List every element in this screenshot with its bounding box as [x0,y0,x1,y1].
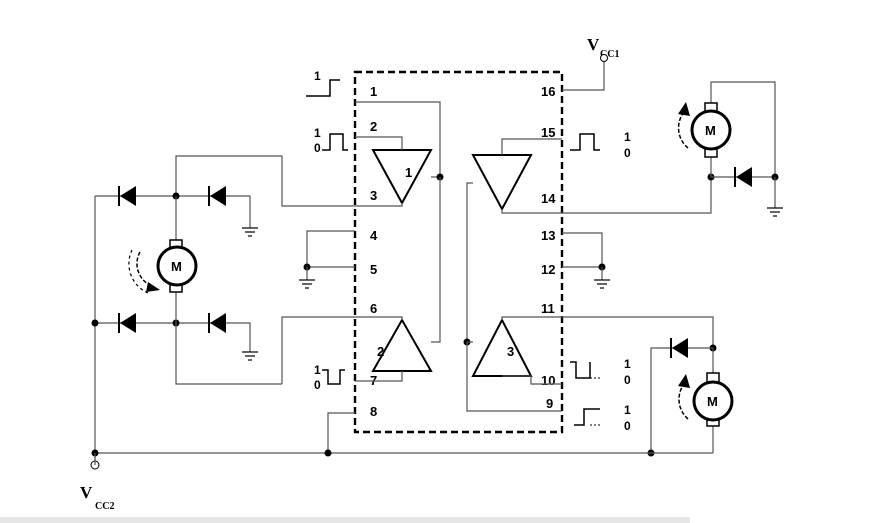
pin7-level-1: 1 [314,363,321,377]
pin-3-label: 3 [370,188,377,203]
pin10-wire [502,375,562,385]
enable-12-wire [431,177,441,343]
diode-left-bottom-b [208,313,226,333]
motor-top-right: M [690,102,732,158]
motor-bottom-right: M [692,372,734,427]
motor-bottom-right-label: M [707,394,718,409]
pin-16-label: 16 [541,84,555,99]
ground-left-top [242,227,258,237]
diode-bottom-right [670,338,688,358]
ic-package [353,70,564,434]
driver4-output [501,209,562,214]
vcc1-subscript: CC1 [600,49,619,60]
pin10-level-0: 0 [624,373,631,387]
driver-1-triangle [371,149,433,206]
driver-2-label: 2 [377,344,384,359]
ground-left-pins [299,279,315,289]
driver-3-triangle [471,317,533,377]
out3-to-motor [562,316,714,348]
pin4-5-wire [306,230,355,268]
pin-6-label: 6 [370,301,377,316]
top-diode-row [95,195,251,228]
pin9-waveform [574,408,600,426]
driver-1-label: 1 [405,165,412,180]
pin-14-label: 14 [541,191,556,206]
pin1-level-1: 1 [314,69,321,83]
diode-left-bottom-a [118,313,136,333]
bridge-to-out2-a [175,323,282,385]
vcc1-terminal [600,54,608,62]
diode-top-right [734,167,752,187]
pin-12-label: 12 [541,262,555,277]
pin10-level-1: 1 [624,357,631,371]
pin15-level-1: 1 [624,130,631,144]
pin2-waveform [322,133,348,151]
driver1-output [355,203,403,207]
ground-right-pins [594,279,610,289]
diode-left-top-b [208,186,226,206]
ground-top-right [767,207,783,217]
pin-8-label: 8 [370,404,377,419]
motor-left-label: M [171,259,182,274]
driver-3-label: 3 [507,344,514,359]
driver2-output [355,316,403,320]
pin-4-label: 4 [370,228,378,243]
pin8-wire [327,412,355,453]
motor-left: M [156,239,198,293]
pin12-13-wire [562,232,603,268]
pin2-level-1: 1 [314,126,321,140]
ground-left-bottom [242,351,258,361]
bridge-to-out2-b [281,316,355,384]
rotation-arrow-top-right [677,102,690,149]
pin15-wire [501,138,562,155]
pin-13-label: 13 [541,228,555,243]
pin-10-label: 10 [541,373,555,388]
pin9-level-1: 1 [624,403,631,417]
pin-11-label: 11 [541,301,555,316]
driver3-output [501,316,562,320]
vcc1-wire [562,62,605,91]
pin-9-label: 9 [546,396,553,411]
out4-to-motor [562,177,712,214]
pin-2-label: 2 [370,119,377,134]
rotation-arrow-left [128,249,160,294]
pin2-level-0: 0 [314,141,321,155]
vcc2-subscript: CC2 [95,501,114,512]
pin9-enable-wire [466,342,562,412]
driver-4-triangle [471,154,533,212]
pin7-wire [355,371,403,382]
pin7-waveform [322,369,345,385]
pin9-level-0: 0 [624,419,631,433]
br-diode-wire [650,347,713,453]
pin2-wire [355,136,403,150]
pin1-waveform [306,79,340,97]
motor-tr-top-loop [710,81,776,177]
pin-15-label: 15 [541,125,555,140]
pin-1-label: 1 [370,84,377,99]
bottom-diode-row [95,322,251,352]
bottom-bar [0,517,690,523]
pin15-waveform [570,133,600,151]
out1-to-bridge [175,155,355,207]
pin7-level-0: 0 [314,378,321,392]
motor-top-right-label: M [705,123,716,138]
pin15-level-0: 0 [624,146,631,160]
enable-34-upper [466,182,473,342]
rotation-arrow-bottom-right [678,374,690,420]
pin-5-label: 5 [370,262,377,277]
vcc1-label: V [587,35,600,54]
junction-pin8 [324,449,332,457]
pin10-waveform [570,361,591,379]
pin1-enable-wire [355,101,441,177]
junction-left-rail [91,319,99,327]
diode-left-top-a [118,186,136,206]
vcc2-label: V [80,483,93,502]
